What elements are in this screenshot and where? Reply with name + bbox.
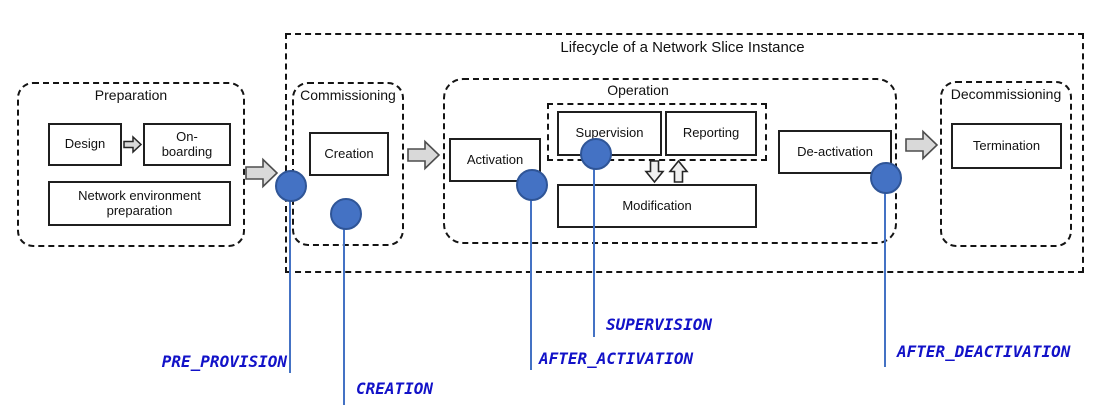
pre-provision-marker-icon (275, 170, 307, 202)
supervision-marker-icon (580, 138, 612, 170)
preparation-to-commissioning-arrow-icon (245, 157, 279, 189)
network-environment-preparation-box: Network environment preparation (48, 181, 231, 226)
after-activation-connector-line (530, 195, 532, 370)
modification-box: Modification (557, 184, 757, 228)
after-activation-marker-icon (516, 169, 548, 201)
supervision-connector-line (593, 164, 595, 337)
after-activation-label: AFTER_ACTIVATION (539, 349, 694, 368)
pre-provision-label: PRE_PROVISION (161, 352, 287, 371)
reporting-box: Reporting (665, 111, 757, 156)
diagram-title: Lifecycle of a Network Slice Instance (560, 39, 805, 56)
supervision-label: SUPERVISION (606, 315, 712, 334)
onboarding-box: On- boarding (143, 123, 231, 166)
pre-provision-connector-line (289, 196, 291, 373)
termination-box: Termination (951, 123, 1062, 169)
phase-decommissioning-title: Decommissioning (950, 86, 1062, 102)
design-box: Design (48, 123, 122, 166)
after-deactivation-label: AFTER_DEACTIVATION (897, 342, 1071, 361)
modification-up-arrow-icon (668, 159, 689, 183)
creation-box: Creation (309, 132, 389, 176)
supervision-reporting-group-box (547, 103, 767, 161)
design-to-onboarding-arrow-icon (123, 135, 143, 154)
operation-to-decommissioning-arrow-icon (905, 129, 939, 161)
after-deactivation-marker-icon (870, 162, 902, 194)
after-deactivation-connector-line (884, 188, 886, 367)
phase-commissioning-box: Commissioning (292, 82, 404, 246)
lifecycle-boundary-box (285, 33, 1084, 273)
phase-operation-box (443, 78, 897, 244)
phase-decommissioning-box: Decommissioning (940, 81, 1072, 247)
supervision-box: Supervision (557, 111, 662, 156)
phase-operation-title: Operation (607, 82, 669, 98)
creation-marker-icon (330, 198, 362, 230)
modification-down-arrow-icon (644, 160, 665, 184)
phase-preparation-title: Preparation (94, 87, 168, 103)
phase-commissioning-title: Commissioning (300, 87, 396, 103)
activation-box: Activation (449, 138, 541, 182)
phase-preparation-box: Preparation (17, 82, 245, 247)
creation-connector-line (343, 224, 345, 405)
commissioning-to-operation-arrow-icon (407, 139, 441, 171)
creation-label: CREATION (356, 379, 434, 398)
